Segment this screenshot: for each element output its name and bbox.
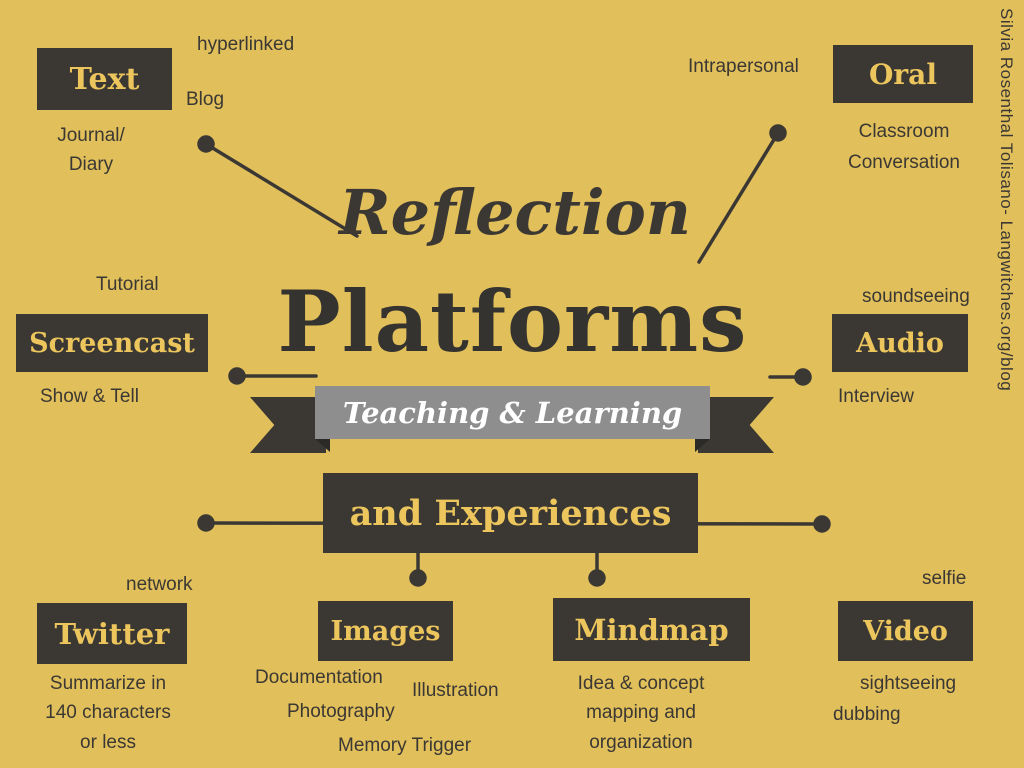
annotation-journal-diary: Journal/ Diary: [57, 125, 125, 175]
title-reflection: Reflection: [339, 176, 691, 249]
node-oral-box: Oral: [833, 45, 973, 103]
annotation-summarize: Summarize in 140 characters or less: [45, 673, 171, 753]
annotation-blog: Blog: [186, 89, 225, 110]
annotation-tutorial: Tutorial: [96, 274, 159, 295]
experiences-label: and Experiences: [349, 492, 672, 534]
node-images-label: Images: [330, 615, 441, 647]
dot-twitter: [197, 514, 215, 532]
node-twitter-label: Twitter: [54, 616, 170, 651]
annotation-interview: Interview: [838, 386, 915, 407]
annotation-selfie: selfie: [922, 568, 967, 589]
dot-images: [409, 569, 427, 587]
ribbon-banner: Teaching & Learning: [315, 386, 710, 439]
node-video-label: Video: [863, 615, 948, 647]
connector-text-to-center: [204, 142, 359, 238]
annotation-intrapersonal: Intrapersonal: [688, 56, 799, 77]
node-twitter-box: Twitter: [37, 603, 187, 664]
node-mindmap-box: Mindmap: [553, 598, 750, 661]
annotation-sightseeing: sightseeing: [860, 673, 957, 694]
dot-mindmap: [588, 569, 606, 587]
annotation-classroom-conversation: Classroom Conversation: [848, 121, 960, 174]
dot-text: [197, 135, 215, 153]
dot-audio: [794, 368, 812, 386]
dot-screencast: [228, 367, 246, 385]
node-mindmap-label: Mindmap: [574, 612, 729, 647]
dot-video: [813, 515, 831, 533]
banner-text: Teaching & Learning: [342, 395, 683, 430]
annotation-soundseeing: soundseeing: [862, 286, 970, 307]
annotation-hyperlinked: hyperlinked: [197, 34, 295, 55]
connector-oral-to-center: [697, 131, 780, 264]
annotation-idea-concept: Idea & concept mapping and organization: [577, 673, 705, 753]
annotation-dubbing: dubbing: [833, 704, 901, 725]
annotation-documentation: Documentation: [255, 667, 383, 688]
annotation-photography: Photography: [287, 701, 395, 722]
node-text-label: Text: [69, 61, 140, 97]
node-screencast-label: Screencast: [29, 327, 195, 359]
experiences-box: and Experiences: [323, 473, 698, 553]
node-oral-label: Oral: [869, 57, 937, 91]
title-platforms: Platforms: [277, 272, 748, 371]
node-text-box: Text: [37, 48, 172, 110]
dot-oral: [769, 124, 787, 142]
node-audio-box: Audio: [832, 314, 968, 372]
node-audio-label: Audio: [856, 327, 944, 359]
node-images-box: Images: [318, 601, 453, 661]
annotation-memory-trigger: Memory Trigger: [338, 735, 472, 756]
annotation-illustration: Illustration: [412, 680, 499, 701]
author-credit: Silvia Rosenthal Tolisano- Langwitches.o…: [997, 8, 1016, 392]
node-video-box: Video: [838, 601, 973, 661]
node-screencast-box: Screencast: [16, 314, 208, 372]
annotation-show-and-tell: Show & Tell: [40, 386, 139, 407]
annotation-network: network: [126, 574, 193, 595]
